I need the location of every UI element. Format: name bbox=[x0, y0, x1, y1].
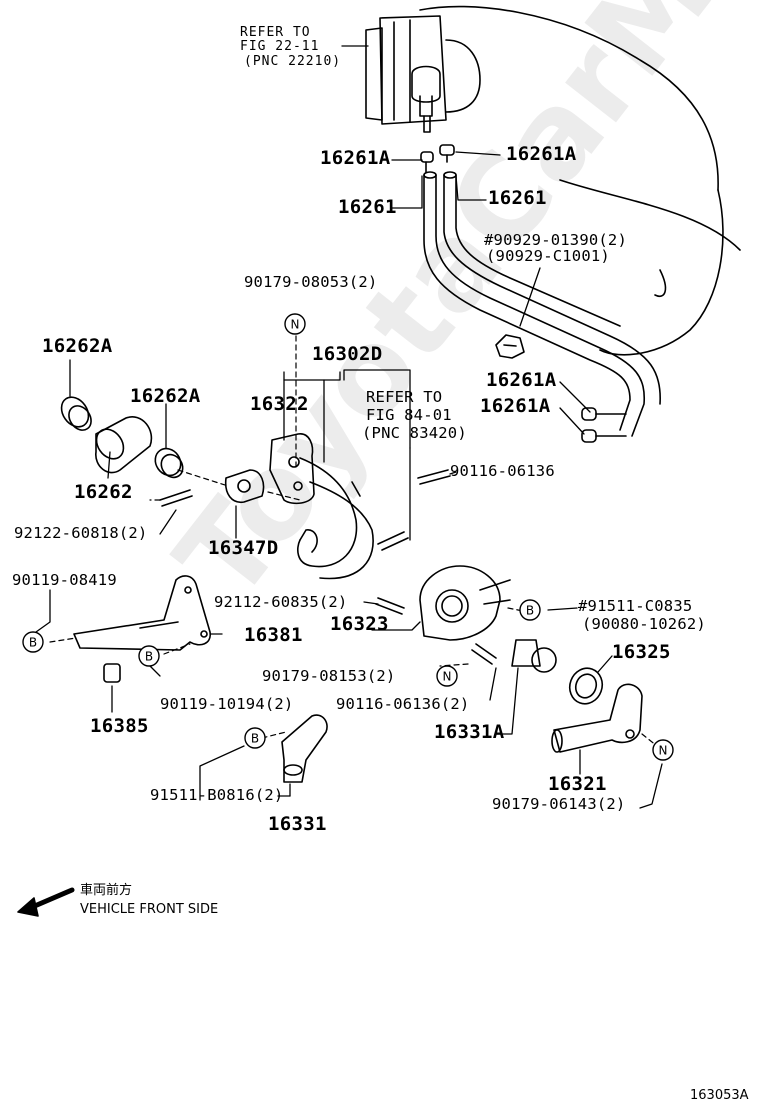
thermostat-drawing bbox=[511, 639, 557, 673]
part-16347D[interactable]: 16347D bbox=[208, 537, 279, 559]
pipe-16302D-drawing bbox=[269, 433, 374, 580]
part-16262A-mid[interactable]: 16262A bbox=[130, 385, 201, 407]
refer-22-11-line1: REFER TO bbox=[240, 25, 311, 40]
part-90179-06143[interactable]: 90179-06143(2) bbox=[492, 795, 626, 813]
marker-n-1-letter: N bbox=[291, 318, 300, 332]
refer-84-01-line1: REFER TO bbox=[366, 388, 443, 406]
part-90116-06136-top[interactable]: 90116-06136 bbox=[450, 462, 555, 480]
gasket-16325-drawing bbox=[568, 667, 604, 705]
part-16322[interactable]: 16322 bbox=[250, 393, 309, 415]
marker-n-2: N bbox=[436, 665, 458, 690]
part-90179-08153[interactable]: 90179-08153(2) bbox=[262, 667, 396, 685]
part-90119-10194[interactable]: 90119-10194(2) bbox=[160, 695, 294, 713]
part-90116-06136-low[interactable]: 90116-06136(2) bbox=[336, 695, 470, 713]
part-16385[interactable]: 16385 bbox=[90, 715, 149, 737]
marker-n-1: N bbox=[284, 313, 306, 338]
direction-label-en: VEHICLE FRONT SIDE bbox=[80, 902, 219, 917]
hose-16262-drawing bbox=[60, 396, 184, 479]
marker-b-3: B bbox=[138, 645, 160, 670]
part-16331A[interactable]: 16331A bbox=[434, 721, 505, 743]
part-16321[interactable]: 16321 bbox=[548, 773, 607, 795]
part-90929-01390[interactable]: #90929-01390(2) bbox=[484, 231, 627, 249]
direction-label-jp: 車両前方 bbox=[80, 883, 133, 898]
part-16261-right[interactable]: 16261 bbox=[488, 187, 547, 209]
part-16325[interactable]: 16325 bbox=[612, 641, 671, 663]
refer-84-01-line3: (PNC 83420) bbox=[362, 424, 467, 442]
refer-22-11-line2: FIG 22-11 bbox=[240, 39, 320, 54]
part-16262[interactable]: 16262 bbox=[74, 481, 133, 503]
part-16331[interactable]: 16331 bbox=[268, 813, 327, 835]
leader-lines bbox=[35, 45, 663, 809]
part-16261-left[interactable]: 16261 bbox=[338, 196, 397, 218]
marker-n-2-letter: N bbox=[443, 670, 452, 684]
part-16261A-low2[interactable]: 16261A bbox=[480, 395, 551, 417]
clip-90929-drawing bbox=[495, 334, 525, 359]
part-16302D[interactable]: 16302D bbox=[312, 343, 383, 365]
part-16262A-left[interactable]: 16262A bbox=[42, 335, 113, 357]
part-16261A-right[interactable]: 16261A bbox=[506, 143, 577, 165]
marker-b-3-letter: B bbox=[145, 650, 153, 664]
marker-b-4-letter: B bbox=[251, 732, 259, 746]
inlet-16321-drawing bbox=[551, 683, 643, 753]
part-90929-C1001[interactable]: (90929-C1001) bbox=[486, 247, 610, 265]
refer-84-01-line2: FIG 84-01 bbox=[366, 406, 452, 424]
housing-16323-drawing bbox=[419, 565, 511, 641]
marker-b-1: B bbox=[519, 599, 541, 624]
part-92112-60835[interactable]: 92112-60835(2) bbox=[214, 593, 348, 611]
gasket-16347D-drawing bbox=[224, 469, 265, 503]
marker-b-2-letter: B bbox=[29, 636, 37, 650]
front-arrow-icon bbox=[17, 887, 75, 917]
part-16261A-left[interactable]: 16261A bbox=[320, 147, 391, 169]
intake-assembly-drawing bbox=[365, 5, 741, 356]
bracket-16381-drawing bbox=[73, 575, 211, 683]
part-16381[interactable]: 16381 bbox=[244, 624, 303, 646]
part-90119-08419[interactable]: 90119-08419 bbox=[12, 571, 117, 589]
part-16323[interactable]: 16323 bbox=[330, 613, 389, 635]
part-16261A-low1[interactable]: 16261A bbox=[486, 369, 557, 391]
hose-16261-drawing bbox=[423, 171, 661, 443]
pipe-16331-drawing bbox=[281, 714, 328, 783]
part-90080-10262[interactable]: (90080-10262) bbox=[582, 615, 706, 633]
marker-n-3: N bbox=[652, 739, 674, 764]
marker-n-3-letter: N bbox=[659, 744, 668, 758]
dashed-guides bbox=[49, 335, 663, 751]
marker-b-2: B bbox=[22, 631, 44, 656]
marker-b-1-letter: B bbox=[526, 604, 534, 618]
refer-22-11-line3: (PNC 22210) bbox=[244, 54, 342, 69]
part-92122-60818[interactable]: 92122-60818(2) bbox=[14, 524, 148, 542]
hose-clamps-top bbox=[420, 144, 455, 173]
part-90179-08053[interactable]: 90179-08053(2) bbox=[244, 273, 378, 291]
figure-code: 163053A bbox=[690, 1088, 749, 1103]
part-91511-B0816[interactable]: 91511-B0816(2) bbox=[150, 786, 284, 804]
studs-drawing bbox=[159, 469, 497, 665]
marker-b-4: B bbox=[244, 727, 266, 752]
part-91511-C0835[interactable]: #91511-C0835 bbox=[578, 597, 693, 615]
